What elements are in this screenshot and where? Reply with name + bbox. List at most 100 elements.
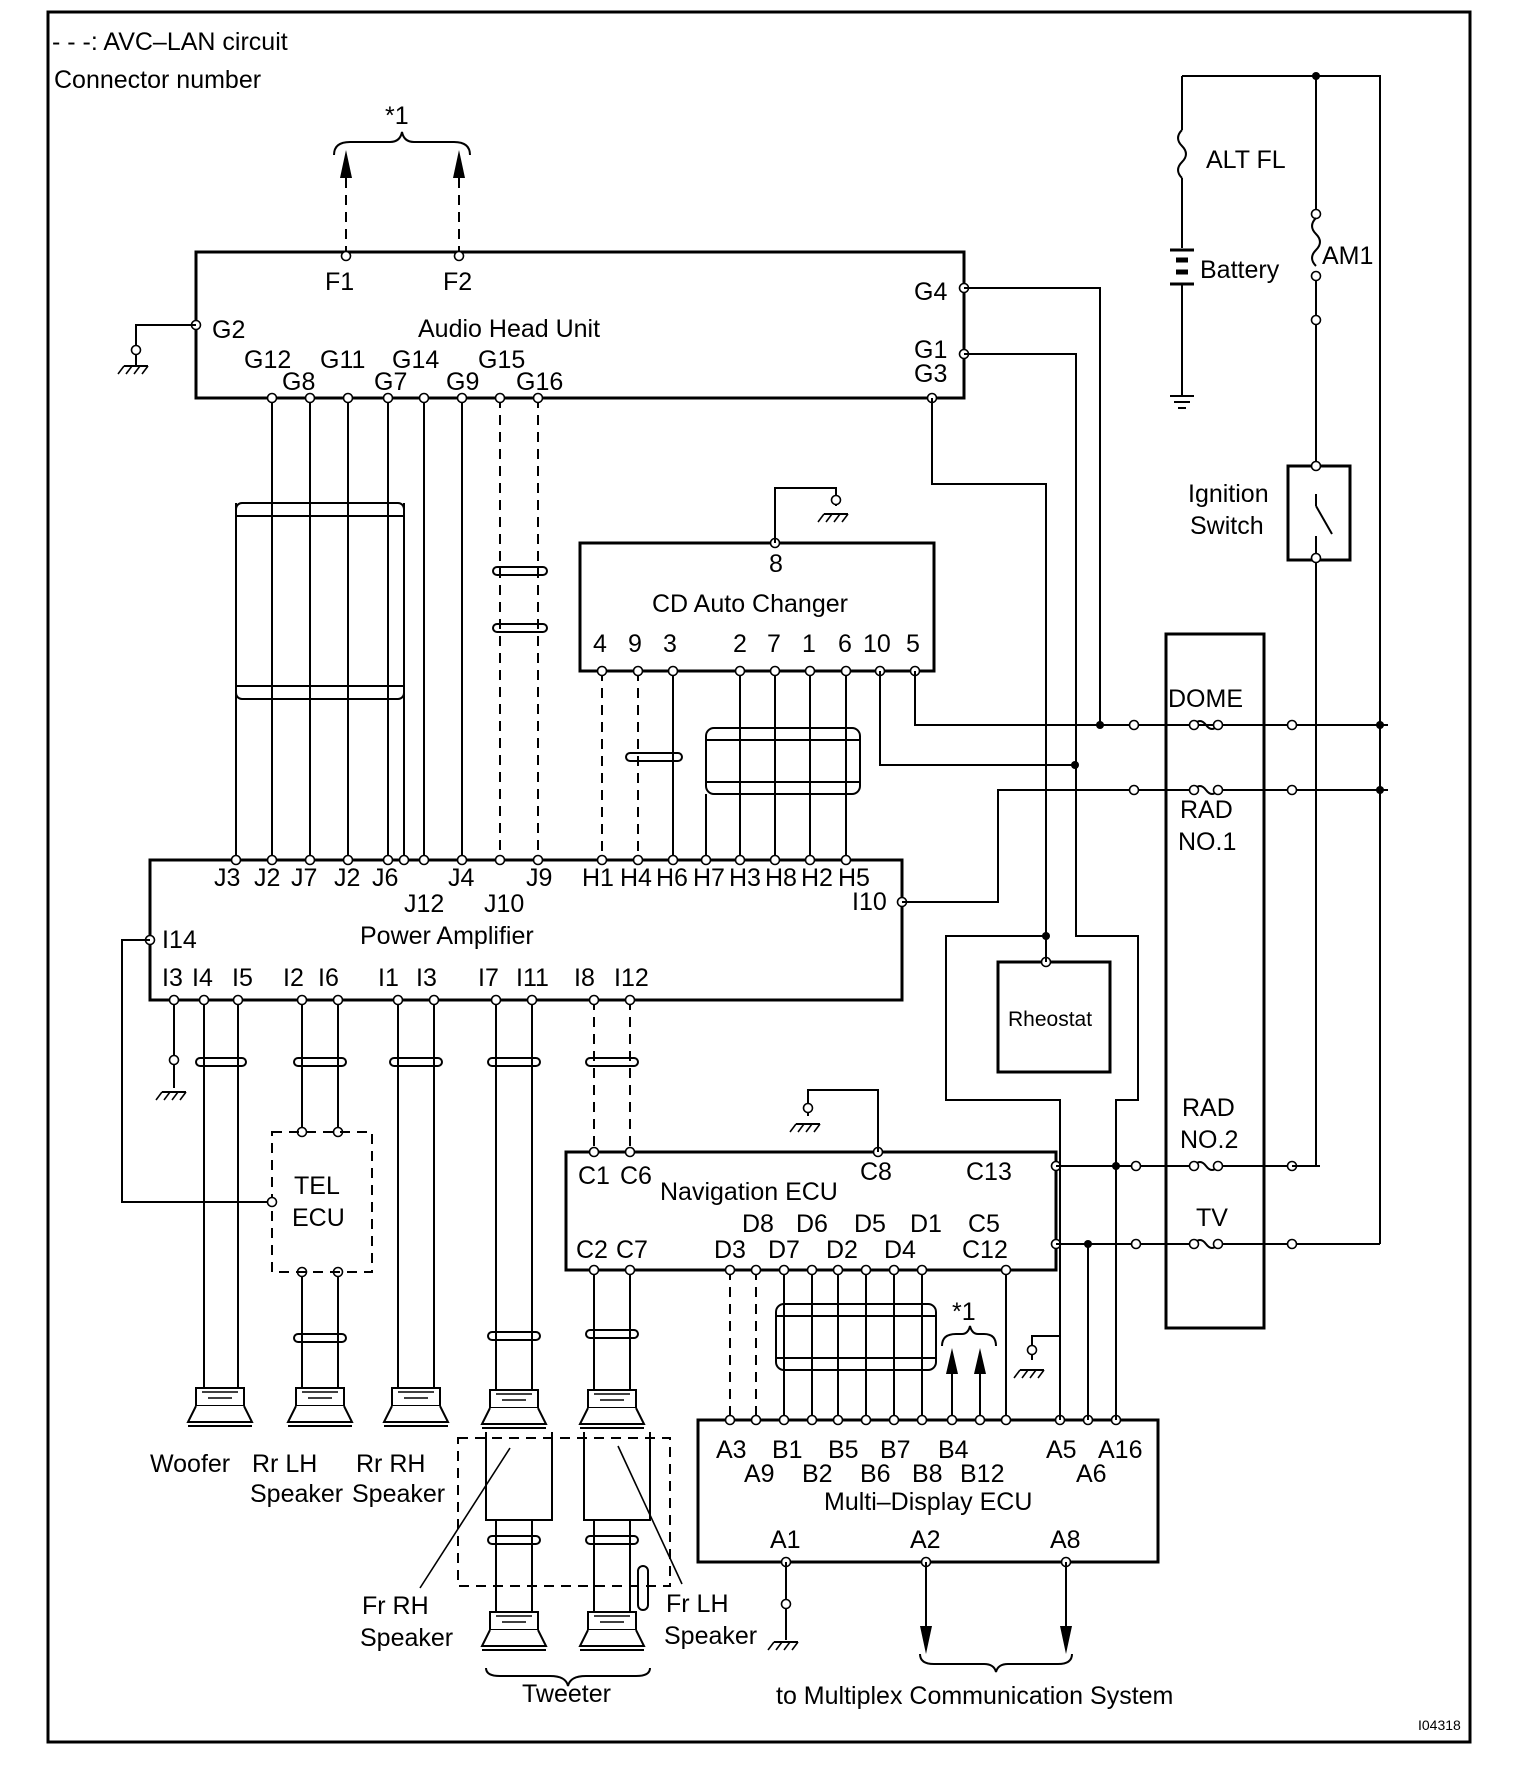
- amp-pin-h4: H4: [620, 864, 652, 892]
- legend-connector: Connector number: [54, 66, 261, 94]
- fuse-rad2-label-1: RAD: [1182, 1094, 1235, 1122]
- cd-auto-changer: CD Auto Changer 8 4 9 3 2 7 1 6 10 5: [578, 487, 936, 673]
- amp-pin-j12: J12: [404, 890, 444, 918]
- fr-rh-label-1: Fr RH: [362, 1592, 429, 1620]
- mde-pin-a1: A1: [770, 1526, 801, 1554]
- rr-lh-label-2: Speaker: [250, 1480, 343, 1508]
- note-mark-top: *1: [385, 102, 409, 130]
- nav-pin-c12: C12: [962, 1236, 1008, 1264]
- pin-g8: G8: [282, 368, 315, 396]
- mde-pin-b6: B6: [860, 1460, 891, 1488]
- amp-pin-j10: J10: [484, 890, 524, 918]
- mde-pin-a5: A5: [1046, 1436, 1077, 1464]
- mde-pin-b4: B4: [938, 1436, 969, 1464]
- head-amp-wires: [235, 392, 548, 860]
- am1-label: AM1: [1322, 242, 1373, 270]
- fr-rh-label-2: Speaker: [360, 1624, 453, 1652]
- amp-pin-h3: H3: [729, 864, 761, 892]
- nav-pin-d8: D8: [742, 1210, 774, 1238]
- fuse-rad1-label-1: RAD: [1180, 796, 1233, 824]
- amp-pin-i11: I11: [516, 964, 549, 992]
- amp-pin-h8: H8: [765, 864, 797, 892]
- power-amplifier: Power Amplifier J3 J2 J7 J2 J6 J4 J9 H1 …: [148, 858, 904, 1002]
- nav-pin-c13: C13: [966, 1158, 1012, 1186]
- tweeter-rh: [481, 1611, 547, 1651]
- fr-rh-speaker: [481, 1389, 547, 1429]
- navigation-ecu-label: Navigation ECU: [660, 1178, 838, 1206]
- mde-pin-b1: B1: [772, 1436, 803, 1464]
- cd-pin-5: 5: [906, 630, 920, 658]
- cd-pin-7: 7: [767, 630, 781, 658]
- tel-ecu: TEL ECU: [266, 1131, 373, 1273]
- mde-pin-b7: B7: [880, 1436, 911, 1464]
- nav-pin-c5: C5: [968, 1210, 1000, 1238]
- amp-pin-i10: I10: [852, 888, 887, 916]
- amp-pin-j7: J7: [291, 864, 317, 892]
- rr-rh-speaker: [383, 1387, 449, 1427]
- pin-g7: G7: [374, 368, 407, 396]
- tweeter-lh: [579, 1611, 645, 1651]
- nav-pin-c6: C6: [620, 1162, 652, 1190]
- rheostat-label: Rheostat: [1008, 1008, 1092, 1031]
- pin-g2: G2: [212, 316, 245, 344]
- fuse-rad1-label-2: NO.1: [1178, 828, 1236, 856]
- multi-display-ecu-label: Multi–Display ECU: [824, 1488, 1032, 1516]
- pin-g9: G9: [446, 368, 479, 396]
- fuse-rad2-label-2: NO.2: [1180, 1126, 1238, 1154]
- cd-pin-10: 10: [863, 630, 891, 658]
- rr-rh-label-2: Speaker: [352, 1480, 445, 1508]
- nav-pin-c7: C7: [616, 1236, 648, 1264]
- tel-ecu-label-1: TEL: [294, 1172, 340, 1200]
- nav-pin-c2: C2: [576, 1236, 608, 1264]
- pin-f2: F2: [443, 268, 472, 296]
- mde-pin-a6: A6: [1076, 1460, 1107, 1488]
- audio-head-unit-label: Audio Head Unit: [418, 315, 600, 343]
- amp-pin-i1: I1: [378, 964, 399, 992]
- amp-pin-h1: H1: [582, 864, 614, 892]
- rr-lh-speaker: [287, 1387, 353, 1427]
- mde-pin-a9: A9: [744, 1460, 775, 1488]
- rheostat: Rheostat: [996, 932, 1112, 1074]
- amp-pin-i5: I5: [232, 964, 253, 992]
- pin-g14: G14: [392, 346, 439, 374]
- mde-pin-a8: A8: [1050, 1526, 1081, 1554]
- mde-pin-a16: A16: [1098, 1436, 1142, 1464]
- battery-label: Battery: [1200, 256, 1280, 284]
- figure-frame: [46, 10, 1472, 1744]
- navigation-ecu: Navigation ECU C1 C6 C8 C13 D8 D6 D5 D1 …: [564, 1150, 1058, 1272]
- mde-pin-a2: A2: [910, 1526, 941, 1554]
- cd-amp-wires: [596, 665, 1388, 860]
- multi-display-ecu: Multi–Display ECU A3 B1 B5 B7 B4 A5 A16 …: [696, 1418, 1160, 1564]
- nav-pin-d1: D1: [910, 1210, 942, 1238]
- amp-pin-i8: I8: [574, 964, 595, 992]
- amp-pin-h2: H2: [801, 864, 833, 892]
- alt-fl-label: ALT FL: [1206, 146, 1286, 174]
- nav-pin-d4: D4: [884, 1236, 916, 1264]
- amp-pin-i4: I4: [192, 964, 213, 992]
- amp-pin-i6: I6: [318, 964, 339, 992]
- woofer-label: Woofer: [150, 1450, 230, 1478]
- amp-pin-h6: H6: [656, 864, 688, 892]
- cd-pin-6: 6: [838, 630, 852, 658]
- mde-pin-b12: B12: [960, 1460, 1004, 1488]
- nav-pin-d3: D3: [714, 1236, 746, 1264]
- mde-pin-b5: B5: [828, 1436, 859, 1464]
- note-mark-lower: *1: [952, 1298, 976, 1326]
- audio-head-unit: Audio Head Unit F1 F2 G2 G4 G1 G3 G12 G1…: [194, 250, 966, 400]
- tweeter-label: Tweeter: [522, 1680, 611, 1708]
- cd-pin-8: 8: [769, 550, 783, 578]
- multiplex-label: to Multiplex Communication System: [776, 1682, 1173, 1710]
- pin-g12: G12: [244, 346, 291, 374]
- amp-pin-h5: H5: [838, 864, 870, 892]
- fuse-tv-label: TV: [1196, 1204, 1228, 1232]
- power-supply: ALT FL Battery AM1 Ignition Switch: [1170, 72, 1384, 1244]
- mde-pin-b8: B8: [912, 1460, 943, 1488]
- mde-pin-b2: B2: [802, 1460, 833, 1488]
- pin-g11: G11: [320, 346, 365, 374]
- legend-avc-lan: - - -: AVC–LAN circuit: [52, 28, 288, 56]
- pin-g3: G3: [914, 360, 947, 388]
- woofer-speaker: [187, 1387, 253, 1427]
- rr-lh-label-1: Rr LH: [252, 1450, 317, 1478]
- nav-pin-d7: D7: [768, 1236, 800, 1264]
